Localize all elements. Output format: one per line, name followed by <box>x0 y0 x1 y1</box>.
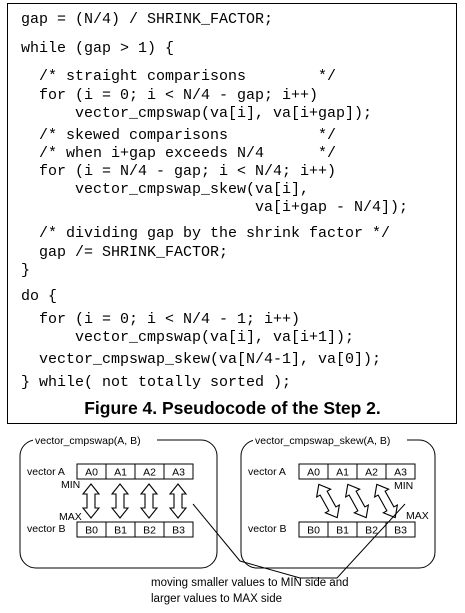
left-vector-a: A0 A1 A2 A3 <box>76 463 194 480</box>
cell-a3: A3 <box>394 467 407 479</box>
double-arrow-icon <box>81 483 101 519</box>
cell-b3: B3 <box>394 525 407 537</box>
cell-a1: A1 <box>114 467 127 479</box>
code-line: /* skewed comparisons */ <box>21 127 337 144</box>
double-arrow-icon <box>139 483 159 519</box>
left-title-bg <box>33 433 157 447</box>
double-arrow-icon <box>315 483 341 519</box>
cell-b1: B1 <box>336 525 349 537</box>
code-line: for (i = 0; i < N/4 - gap; i++) <box>21 87 319 104</box>
note-line-2: larger values to MAX side <box>151 593 282 605</box>
cell-b0: B0 <box>85 525 98 537</box>
code-line: vector_cmpswap(va[i], va[i+1]); <box>21 329 355 346</box>
code-line: do { <box>21 288 58 305</box>
right-panel: vector_cmpswap_skew(A, B) vector A vecto… <box>240 433 436 569</box>
cell-b0: B0 <box>307 525 320 537</box>
code-line: gap /= SHRINK_FACTOR; <box>21 244 229 261</box>
left-straight-arrows <box>81 483 188 519</box>
right-vector-a-label: vector A <box>248 466 286 478</box>
figure-caption: Figure 4. Pseudocode of the Step 2. <box>84 398 381 418</box>
code-line: /* dividing gap by the shrink factor */ <box>21 225 391 242</box>
code-line: } <box>21 262 31 279</box>
callout-lines <box>192 503 406 579</box>
double-arrow-icon <box>344 483 370 519</box>
cell-a2: A2 <box>143 467 156 479</box>
code-line: for (i = 0; i < N/4 - 1; i++) <box>21 311 301 328</box>
cell-b3: B3 <box>172 525 185 537</box>
left-panel: vector_cmpswap(A, B) vector A vector B A… <box>19 433 218 569</box>
code-line: /* when i+gap exceeds N/4 */ <box>21 145 337 162</box>
cell-a0: A0 <box>85 467 98 479</box>
right-max-label: MAX <box>406 510 429 522</box>
cell-a0: A0 <box>307 467 320 479</box>
code-line: gap = (N/4) / SHRINK_FACTOR; <box>21 11 274 28</box>
cell-a1: A1 <box>336 467 349 479</box>
right-vector-b-label: vector B <box>248 523 287 535</box>
cell-a3: A3 <box>172 467 185 479</box>
code-line: while (gap > 1) { <box>21 40 175 57</box>
code-line: vector_cmpswap_skew(va[N/4-1], va[0]); <box>21 351 382 368</box>
code-line: vector_cmpswap_skew(va[i], <box>21 181 310 198</box>
right-skew-arrows <box>315 483 399 519</box>
note-line-1: moving smaller values to MIN side and <box>151 577 349 589</box>
code-line: for (i = N/4 - gap; i < N/4; i++) <box>21 163 337 180</box>
right-panel-title: vector_cmpswap_skew(A, B) <box>255 435 390 447</box>
double-arrow-icon <box>168 483 188 519</box>
cell-a2: A2 <box>365 467 378 479</box>
left-vector-b-label: vector B <box>27 523 66 535</box>
left-min-label: MIN <box>61 479 80 491</box>
left-vector-a-label: vector A <box>27 466 65 478</box>
cell-b2: B2 <box>143 525 156 537</box>
cell-b2: B2 <box>365 525 378 537</box>
right-min-label: MIN <box>394 480 413 492</box>
right-vector-b: B0 B1 B2 B3 <box>298 521 416 538</box>
pseudocode-listing: gap = (N/4) / SHRINK_FACTOR; while (gap … <box>21 12 408 390</box>
left-vector-b: B0 B1 B2 B3 <box>76 521 194 538</box>
left-panel-title: vector_cmpswap(A, B) <box>35 435 141 447</box>
code-line: va[i+gap - N/4]); <box>21 199 409 216</box>
right-title-bg <box>253 433 407 447</box>
code-line: /* straight comparisons */ <box>21 68 337 85</box>
right-vector-a: A0 A1 A2 A3 <box>298 463 416 480</box>
code-line: } while( not totally sorted ); <box>21 374 292 391</box>
cell-b1: B1 <box>114 525 127 537</box>
comparison-diagram: vector_cmpswap(A, B) vector A vector B A… <box>19 433 436 605</box>
right-panel-frame <box>240 439 436 569</box>
code-line: vector_cmpswap(va[i], va[i+gap]); <box>21 105 373 122</box>
double-arrow-icon <box>373 483 399 519</box>
double-arrow-icon <box>110 483 130 519</box>
pseudocode-box: gap = (N/4) / SHRINK_FACTOR; while (gap … <box>7 3 457 424</box>
left-max-label: MAX <box>59 511 82 523</box>
